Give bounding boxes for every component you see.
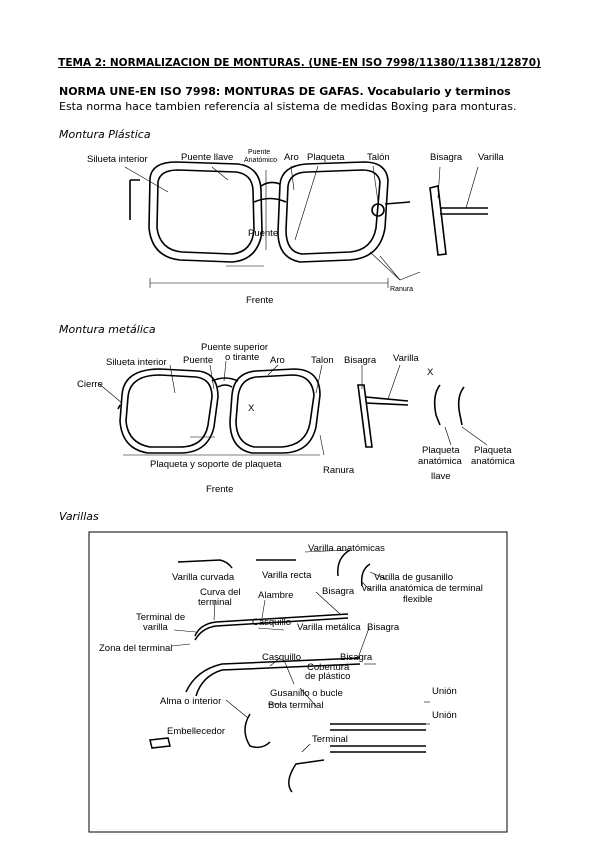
figure-montura-plastica: Silueta interior Puente llave Puente Ana… bbox=[87, 149, 504, 306]
label-plaqueta: Plaqueta bbox=[307, 152, 345, 163]
label-frente: Frente bbox=[246, 295, 273, 306]
label-terminal-varilla-1: Terminal de bbox=[136, 612, 185, 623]
label-varilla-anatomica-terminal-2: flexible bbox=[403, 594, 433, 605]
label-puente-llave: Puente llave bbox=[181, 152, 233, 163]
label-plaqueta-anatomica-llave-2: anatómica bbox=[418, 456, 463, 467]
figure-montura-metalica: Puente superior o tirante Silueta interi… bbox=[77, 342, 516, 495]
plastic-frame-drawing bbox=[129, 161, 488, 263]
leader-lines-metal bbox=[97, 360, 488, 456]
label-varilla-anatomica-terminal-1: varilla anatómica de terminal bbox=[362, 583, 483, 594]
label-casquillo-2: Casquillo bbox=[262, 652, 301, 663]
label-curva-terminal-1: Curva del bbox=[200, 587, 241, 598]
label-casquillo-1: Casquillo bbox=[252, 617, 291, 628]
label-cierre: Cierre bbox=[77, 379, 103, 390]
label-varilla-gusanillo: Varilla de gusanillo bbox=[374, 572, 453, 583]
label-alambre: Alambre bbox=[258, 590, 293, 601]
label-terminal: Terminal bbox=[312, 734, 348, 745]
label-varilla-metalica: Varilla metálica bbox=[297, 622, 361, 633]
label-talon: Talón bbox=[367, 152, 390, 163]
caption-montura-plastica: Montura Plástica bbox=[59, 128, 151, 141]
label-plaqueta-anatomica-llave-1: Plaqueta bbox=[422, 445, 460, 456]
figure-varillas: Varilla anatómicas Varilla curvada Varil… bbox=[88, 531, 508, 833]
label-bisagra: Bisagra bbox=[430, 152, 463, 163]
label-bola-terminal: Bola terminal bbox=[268, 700, 323, 711]
label-cobertura-2: de plástico bbox=[305, 671, 350, 682]
label-varilla-recta: Varilla recta bbox=[262, 570, 312, 581]
label-puente: Puente bbox=[248, 228, 278, 239]
label-silueta-interior-metal: Silueta interior bbox=[106, 357, 167, 368]
label-varilla-curvada: Varilla curvada bbox=[172, 572, 235, 583]
temples-drawing bbox=[149, 549, 426, 793]
label-varilla: Varilla bbox=[478, 152, 504, 163]
label-puente-superior-1: Puente superior bbox=[201, 342, 268, 353]
label-puente-metal: Puente bbox=[183, 355, 213, 366]
leader-lines-temples bbox=[171, 549, 430, 753]
label-zona-terminal: Zona del terminal bbox=[99, 643, 172, 654]
varillas-box bbox=[88, 531, 508, 833]
label-cobertura-1: Cobertura bbox=[307, 662, 350, 673]
caption-varillas: Varillas bbox=[59, 510, 99, 523]
label-puente-anatomico-1: Puente bbox=[248, 149, 270, 156]
norma-description: Esta norma hace tambien referencia al si… bbox=[59, 100, 517, 113]
label-union-1: Unión bbox=[432, 686, 457, 697]
label-puente-superior-2: o tirante bbox=[225, 352, 259, 363]
label-bisagra-metal: Bisagra bbox=[344, 355, 377, 366]
label-frente-metal: Frente bbox=[206, 484, 233, 495]
label-plaqueta-anatomica-2: anatómica bbox=[471, 456, 516, 467]
metal-frame-drawing bbox=[117, 368, 465, 454]
label-bisagra-3: Bisagra bbox=[340, 652, 373, 663]
label-silueta-interior: Silueta interior bbox=[87, 154, 148, 165]
label-plaqueta-anatomica-1: Plaqueta bbox=[474, 445, 512, 456]
label-alma-interior: Alma o interior bbox=[160, 696, 221, 707]
label-ranura: Ranura bbox=[390, 286, 413, 293]
label-talon-metal: Talon bbox=[311, 355, 334, 366]
label-x-plaquetas: X bbox=[427, 367, 434, 378]
label-plaqueta-anatomica-llave-3: llave bbox=[431, 471, 451, 482]
norma-heading: NORMA UNE-EN ISO 7998: MONTURAS DE GAFAS… bbox=[59, 85, 511, 98]
label-bisagra-2: Bisagra bbox=[367, 622, 400, 633]
label-x-frame: X bbox=[248, 403, 255, 414]
caption-montura-metalica: Montura metálica bbox=[59, 323, 156, 336]
label-gusanillo-bucle: Gusanillo o bucle bbox=[270, 688, 343, 699]
label-varilla-metal: Varilla bbox=[393, 353, 419, 364]
label-puente-anatomico-2: Anatómico bbox=[244, 157, 277, 164]
label-varilla-anatomicas: Varilla anatómicas bbox=[308, 543, 385, 554]
label-terminal-varilla-2: varilla bbox=[143, 622, 169, 633]
label-aro: Aro bbox=[284, 152, 299, 163]
page-title: TEMA 2: NORMALIZACION DE MONTURAS. (UNE-… bbox=[58, 57, 541, 69]
label-union-2: Unión bbox=[432, 710, 457, 721]
label-bisagra-1: Bisagra bbox=[322, 586, 355, 597]
label-curva-terminal-2: terminal bbox=[198, 597, 232, 608]
label-embellecedor: Embellecedor bbox=[167, 726, 225, 737]
label-ranura-metal: Ranura bbox=[323, 465, 355, 476]
label-plaqueta-soporte: Plaqueta y soporte de plaqueta bbox=[150, 459, 282, 470]
label-aro-metal: Aro bbox=[270, 355, 285, 366]
leader-lines bbox=[124, 165, 479, 288]
